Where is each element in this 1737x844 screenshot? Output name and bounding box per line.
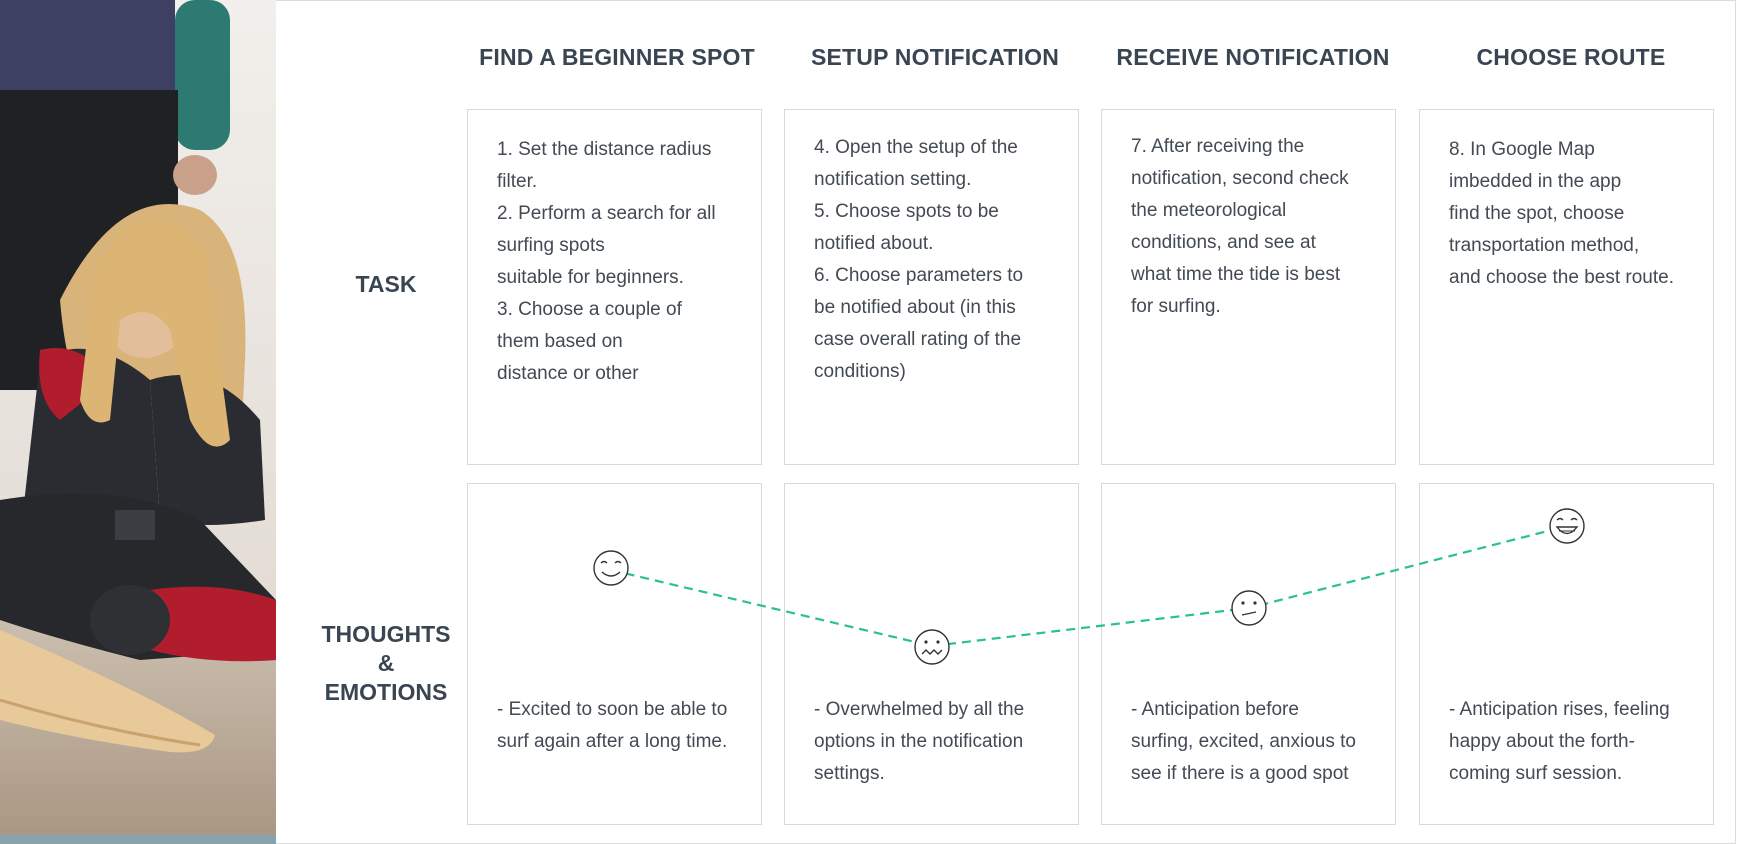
- emotion-line: - Overwhelmed by all the: [814, 699, 1025, 720]
- task-line: surfing spots: [497, 235, 605, 256]
- row-label-line: &: [377, 650, 395, 676]
- task-line: suitable for beginners.: [497, 267, 684, 288]
- emotion-card-find-spot: - Excited to soon be able to surf again …: [467, 483, 762, 825]
- emotion-line: see if there is a good spot: [1131, 763, 1349, 784]
- emotion-card-setup-notification: - Overwhelmed by all the options in the …: [784, 483, 1079, 825]
- task-line: be notified about (in this: [814, 297, 1016, 318]
- task-text: 7. After receiving the notification, sec…: [1131, 131, 1373, 323]
- task-line: 7. After receiving the: [1131, 136, 1305, 157]
- task-card-setup-notification: 4. Open the setup of the notification se…: [784, 109, 1079, 465]
- task-line: distance or other: [497, 363, 639, 384]
- emotion-line: - Anticipation rises, feeling: [1449, 699, 1670, 720]
- emotion-line: settings.: [814, 763, 885, 784]
- task-card-choose-route: 8. In Google Map imbedded in the app fin…: [1419, 109, 1714, 465]
- task-line: 1. Set the distance radius: [497, 139, 712, 160]
- emotion-card-receive-notification: - Anticipation before surfing, excited, …: [1101, 483, 1396, 825]
- task-line: conditions, and see at: [1131, 232, 1316, 253]
- column-title-find-spot: FIND A BEGINNER SPOT: [479, 44, 755, 70]
- column-title-setup-notification: SETUP NOTIFICATION: [810, 44, 1060, 70]
- emotion-text: - Overwhelmed by all the options in the …: [814, 694, 1060, 790]
- surfer-illustration: [0, 0, 276, 844]
- task-text: 4. Open the setup of the notification se…: [814, 132, 1056, 388]
- row-label-task: TASK: [355, 271, 417, 297]
- emotion-card-choose-route: - Anticipation rises, feeling happy abou…: [1419, 483, 1714, 825]
- task-line: imbedded in the app: [1449, 171, 1622, 192]
- task-line: for surfing.: [1131, 296, 1221, 317]
- emotion-line: surf again after a long time.: [497, 731, 728, 752]
- task-line: 8. In Google Map: [1449, 139, 1595, 160]
- row-label-line: EMOTIONS: [324, 679, 448, 705]
- task-line: 3. Choose a couple of: [497, 299, 682, 320]
- task-line: and choose the best route.: [1449, 267, 1674, 288]
- emotion-text: - Anticipation rises, feeling happy abou…: [1449, 694, 1695, 790]
- emotion-line: - Excited to soon be able to: [497, 699, 728, 720]
- task-line: 4. Open the setup of the: [814, 137, 1018, 158]
- task-line: notified about.: [814, 233, 934, 254]
- task-card-receive-notification: 7. After receiving the notification, sec…: [1101, 109, 1396, 465]
- column-title-receive-notification: RECEIVE NOTIFICATION: [1116, 44, 1390, 70]
- task-line: notification setting.: [814, 169, 972, 190]
- column-title-choose-route: CHOOSE ROUTE: [1476, 44, 1666, 70]
- emotion-line: options in the notification: [814, 731, 1024, 752]
- emotion-text: - Excited to soon be able to surf again …: [497, 694, 743, 758]
- task-line: what time the tide is best: [1131, 264, 1341, 285]
- task-line: 2. Perform a search for all: [497, 203, 716, 224]
- surfer-photo: [0, 0, 276, 844]
- emotion-line: surfing, excited, anxious to: [1131, 731, 1356, 752]
- row-label-thoughts-emotions: THOUGHTS & EMOTIONS: [300, 620, 472, 707]
- task-line: find the spot, choose: [1449, 203, 1625, 224]
- emotion-text: - Anticipation before surfing, excited, …: [1131, 694, 1377, 790]
- emotion-line: happy about the forth-: [1449, 731, 1635, 752]
- emotion-line: coming surf session.: [1449, 763, 1623, 784]
- task-line: them based on: [497, 331, 623, 352]
- task-line: notification, second check: [1131, 168, 1349, 189]
- task-line: case overall rating of the: [814, 329, 1022, 350]
- task-text: 1. Set the distance radius filter. 2. Pe…: [497, 134, 739, 390]
- task-line: filter.: [497, 171, 538, 192]
- task-line: the meteorological: [1131, 200, 1287, 221]
- emotion-line: - Anticipation before: [1131, 699, 1299, 720]
- task-text: 8. In Google Map imbedded in the app fin…: [1449, 134, 1701, 294]
- task-line: conditions): [814, 361, 906, 382]
- row-label-line: THOUGHTS: [321, 621, 451, 647]
- task-line: 6. Choose parameters to: [814, 265, 1024, 286]
- task-line: transportation method,: [1449, 235, 1640, 256]
- task-card-find-spot: 1. Set the distance radius filter. 2. Pe…: [467, 109, 762, 465]
- task-line: 5. Choose spots to be: [814, 201, 999, 222]
